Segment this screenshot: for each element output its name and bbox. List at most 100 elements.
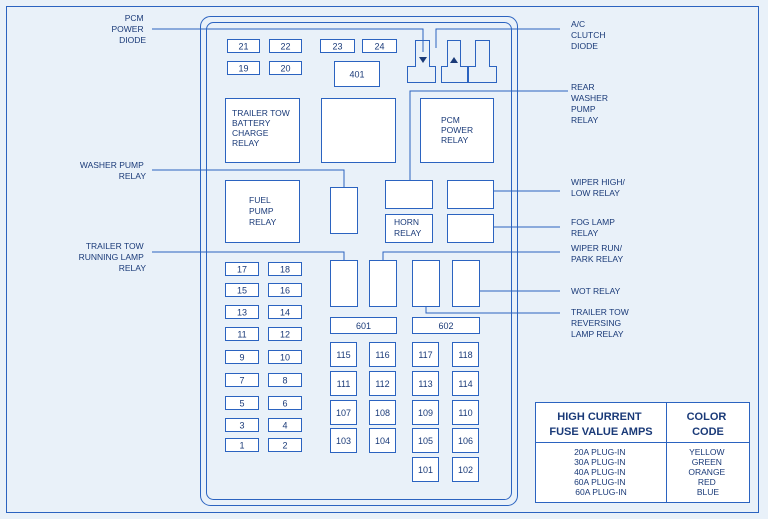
pcm-power-relay-label: PCM POWER RELAY	[441, 115, 476, 145]
trailer-tow-reversing-lamp-relay-callout: TRAILER TOW REVERSING LAMP RELAY	[571, 307, 631, 339]
fuse-401-label: 401	[349, 70, 364, 80]
fuse-117-label: 117	[418, 350, 432, 360]
fuse-109-label: 109	[418, 408, 433, 418]
fuse-11	[225, 327, 259, 341]
fuse-106-label: 106	[458, 436, 473, 446]
pcm-power-diode	[407, 40, 436, 83]
fuse-103-label: 103	[336, 436, 351, 446]
fuse-19-label: 19	[238, 64, 248, 74]
diode-down-icon	[419, 57, 427, 63]
legend-border	[535, 402, 750, 503]
fuse-118	[452, 342, 479, 367]
fuse-107	[330, 400, 357, 425]
fuse-12-label: 12	[280, 330, 290, 340]
fuse-15-label: 15	[237, 286, 247, 296]
large-relay-blank	[321, 98, 396, 163]
fuse-116-label: 116	[375, 350, 389, 360]
fuse-114	[452, 371, 479, 396]
fuse-3-label: 3	[239, 421, 244, 431]
fuse-14-label: 14	[280, 308, 290, 318]
diagram-frame	[6, 6, 759, 513]
fuse-5	[225, 396, 259, 410]
fuse-3	[225, 418, 259, 432]
fuse-17-label: 17	[237, 265, 247, 275]
fuse-602-label: 602	[438, 321, 453, 331]
fuse-5-label: 5	[239, 399, 244, 409]
wiper-high-low-relay-callout: WIPER HIGH/ LOW RELAY	[571, 177, 627, 198]
wiper-high-low-relay	[447, 180, 494, 209]
fuse-102	[452, 457, 479, 482]
fuse-10	[268, 350, 302, 364]
fuse-102-label: 102	[458, 465, 473, 475]
fuse-24-label: 24	[374, 42, 384, 52]
fuse-601	[330, 317, 397, 334]
fuse-23	[320, 39, 355, 53]
fuse-101	[412, 457, 439, 482]
fuse-115-label: 115	[336, 350, 350, 360]
fuse-7-label: 7	[239, 376, 244, 386]
legend-amps-list: 20A PLUG-IN 30A PLUG-IN 40A PLUG-IN 60A …	[574, 447, 628, 497]
fuse-110	[452, 400, 479, 425]
rear-washer-pump-relay	[385, 180, 433, 209]
fuse-7	[225, 373, 259, 387]
trailer-tow-running-lamp-relay	[330, 260, 358, 307]
fuse-20-label: 20	[280, 64, 290, 74]
fuse-4	[268, 418, 302, 432]
fuse-117	[412, 342, 439, 367]
fuse-114-label: 114	[458, 379, 472, 389]
fuse-106	[452, 428, 479, 453]
fuse-113	[412, 371, 439, 396]
fog-lamp-relay	[447, 214, 494, 243]
fuse-9-label: 9	[239, 353, 244, 363]
fuse-112-label: 112	[375, 379, 389, 389]
fuse-2	[268, 438, 302, 452]
wiper-run-park-relay	[369, 260, 397, 307]
fuse-18	[268, 262, 302, 276]
fuse-18-label: 18	[280, 265, 290, 275]
fuse-107-label: 107	[336, 408, 351, 418]
fuse-602	[412, 317, 480, 334]
fuse-104-label: 104	[375, 436, 390, 446]
fuse-6	[268, 396, 302, 410]
wot-relay	[452, 260, 480, 307]
fuse-101-label: 101	[418, 465, 433, 475]
fuse-23-label: 23	[332, 42, 342, 52]
fuse-22-label: 22	[280, 42, 290, 52]
fuse-105	[412, 428, 439, 453]
fuse-118-label: 118	[458, 350, 472, 360]
washer-pump-relay	[330, 187, 358, 234]
fuse-8	[268, 373, 302, 387]
fuse-9	[225, 350, 259, 364]
washer-pump-relay-callout: WASHER PUMP RELAY	[80, 160, 146, 181]
diode-up-icon	[450, 57, 458, 63]
fuse-17	[225, 262, 259, 276]
fuse-115	[330, 342, 357, 367]
fuse-108-label: 108	[375, 408, 390, 418]
fuse-2-label: 2	[282, 441, 287, 451]
legend-header-amps: HIGH CURRENT FUSE VALUE AMPS	[549, 411, 652, 438]
fuel-pump-relay	[225, 180, 300, 243]
fuse-111-label: 111	[337, 379, 351, 389]
fuse-104	[369, 428, 396, 453]
fuse-401	[334, 61, 380, 87]
fuse-box-outline	[200, 16, 518, 506]
spare-diode-slot	[468, 40, 497, 83]
legend-colors-list: YELLOW GREEN ORANGE RED BLUE	[688, 447, 727, 497]
fuse-22	[269, 39, 302, 53]
fuse-13-label: 13	[237, 308, 247, 318]
top-fuses: 21 22 23 24 19 20 401	[227, 39, 397, 87]
leader-lines	[152, 28, 568, 314]
trailer-tow-running-lamp-relay-callout: TRAILER TOW RUNNING LAMP RELAY	[79, 241, 147, 273]
ac-clutch-diode	[441, 40, 468, 83]
fuse-116	[369, 342, 396, 367]
fuse-110-label: 110	[458, 408, 472, 418]
fuse-1	[225, 438, 259, 452]
fuse-19	[227, 61, 260, 75]
fuse-103	[330, 428, 357, 453]
wiper-run-park-relay-callout: WIPER RUN/ PARK RELAY	[571, 243, 624, 264]
cartridge-fuses: 115 111 107 103 116 112 108 104 117 113 …	[330, 342, 479, 482]
legend-header-color: COLOR CODE	[687, 411, 730, 438]
fuse-box-inner-outline	[206, 22, 512, 500]
fuel-pump-relay-label: FUEL PUMP RELAY	[249, 195, 277, 227]
horn-relay-label: HORN RELAY	[394, 217, 422, 238]
